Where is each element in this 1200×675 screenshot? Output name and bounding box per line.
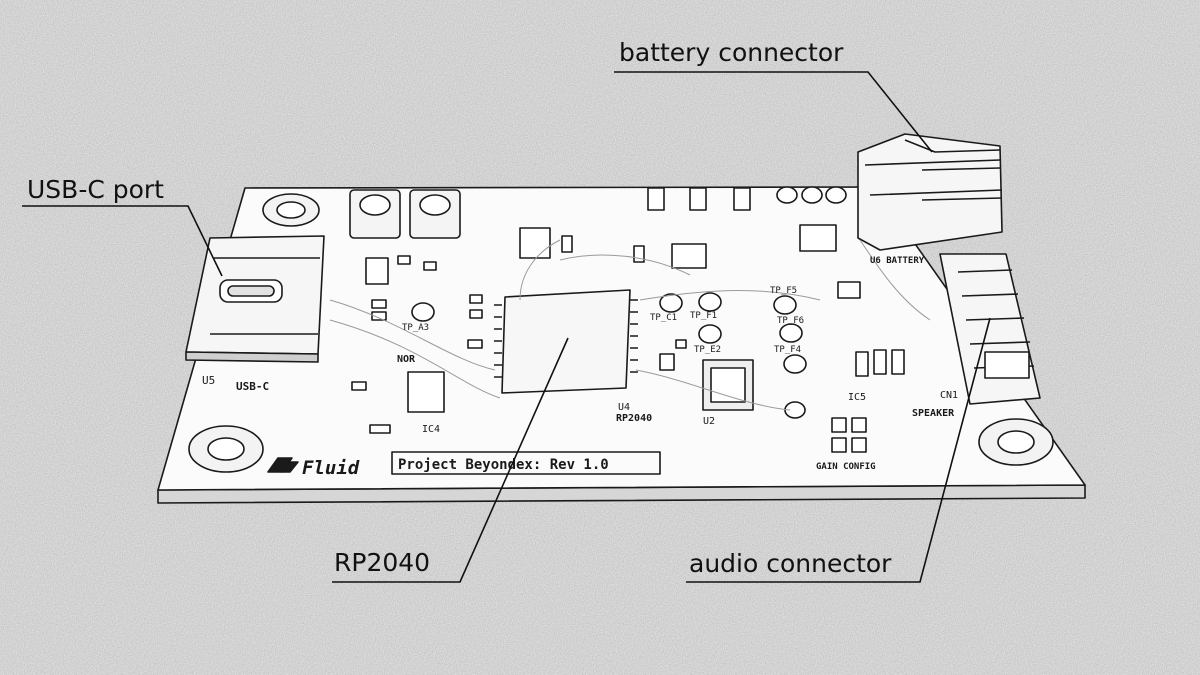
pcb-traces bbox=[329, 239, 931, 411]
leader-line-audio bbox=[686, 317, 991, 583]
silk-rp2040: RP2040 bbox=[616, 413, 652, 424]
mounting-hole-bottom-left bbox=[188, 425, 264, 473]
u2-module bbox=[702, 359, 754, 411]
callout-audio-connector: audio connector bbox=[689, 549, 892, 578]
callout-battery-connector: battery connector bbox=[619, 38, 844, 67]
silk-ic4: IC4 bbox=[422, 424, 440, 435]
silk-u2: U2 bbox=[703, 416, 715, 427]
battery-connector bbox=[857, 133, 1003, 251]
silk-tp-f4: TP_F4 bbox=[774, 345, 801, 355]
mounting-hole-bottom-right bbox=[978, 418, 1054, 466]
silk-nor: NOR bbox=[397, 354, 416, 365]
silk-gain-config: GAIN CONFIG bbox=[816, 462, 876, 472]
project-label: Project Beyondex: Rev 1.0 bbox=[398, 457, 609, 473]
usb-c-port bbox=[185, 235, 325, 363]
leader-line-usb bbox=[22, 205, 223, 277]
project-label-box bbox=[391, 451, 661, 475]
silk-tp-e2: TP_E2 bbox=[694, 345, 721, 355]
silk-tp-f6: TP_F6 bbox=[777, 316, 804, 326]
silk-tp-f5: TP_F5 bbox=[770, 286, 797, 296]
tactile-switch-1 bbox=[349, 189, 401, 239]
silk-usb-c: USB-C bbox=[236, 380, 269, 393]
silk-tp-a3: TP_A3 bbox=[402, 323, 429, 333]
silk-tp-c1: TP_C1 bbox=[650, 313, 677, 323]
callout-rp2040: RP2040 bbox=[334, 548, 431, 577]
silk-ic5: IC5 bbox=[848, 392, 866, 403]
silk-u5: U5 bbox=[202, 374, 215, 387]
callout-usb-c-port: USB-C port bbox=[27, 175, 164, 204]
silk-battery: U6 BATTERY bbox=[870, 256, 925, 266]
leader-line-rp2040 bbox=[332, 337, 569, 583]
silk-u4: U4 bbox=[618, 402, 630, 413]
brand-label: Fluid bbox=[302, 457, 360, 479]
audio-connector bbox=[939, 253, 1041, 405]
smd-components bbox=[351, 187, 905, 453]
silk-tp-f1: TP_F1 bbox=[690, 311, 717, 321]
mounting-hole-top-left bbox=[262, 193, 320, 227]
tactile-switch-2 bbox=[409, 189, 461, 239]
leader-line-battery bbox=[614, 71, 933, 153]
fluid-logo bbox=[267, 457, 299, 473]
silk-speaker: SPEAKER bbox=[912, 408, 955, 419]
test-points bbox=[411, 186, 847, 419]
silk-cn1: CN1 bbox=[940, 390, 958, 401]
